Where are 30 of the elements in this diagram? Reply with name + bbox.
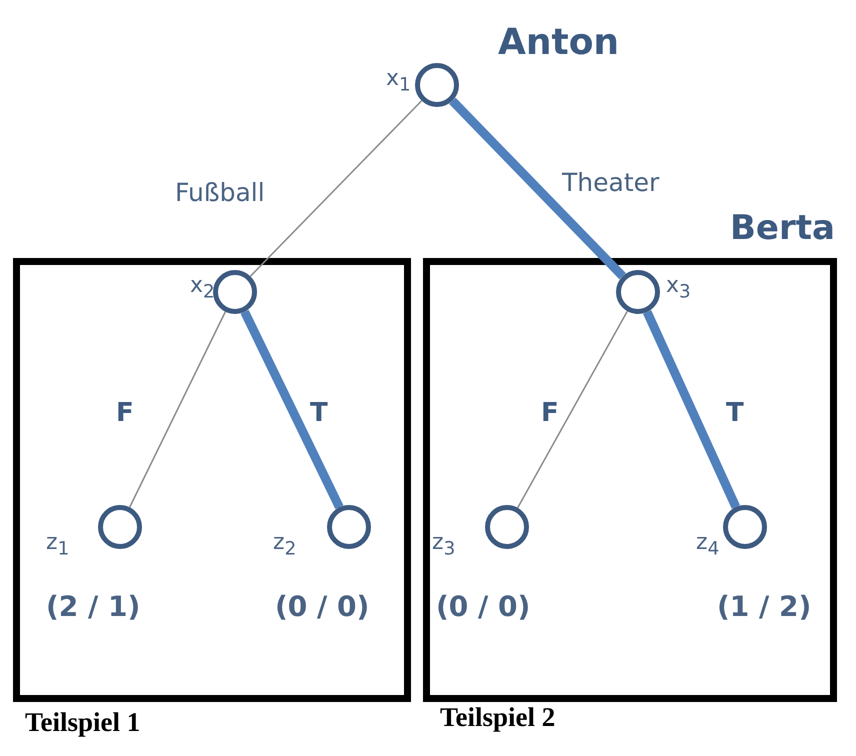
game-node-circle — [616, 270, 660, 314]
node-label: x$_{1}$ — [386, 66, 411, 96]
game-node-circle — [98, 505, 142, 549]
player-name: Anton — [498, 22, 620, 63]
tree-branch — [449, 98, 626, 280]
subgame-frame — [13, 258, 411, 702]
tree-branch — [129, 311, 226, 508]
payoff-label: (2 / 1) — [46, 590, 140, 623]
node-label: x$_{3}$ — [666, 273, 691, 302]
game-node-circle — [213, 270, 257, 314]
player-name: Berta — [730, 208, 835, 248]
game-node-circle — [415, 63, 459, 107]
game-node-circle — [485, 505, 529, 549]
subgame-title: Teilspiel 2 — [440, 702, 556, 733]
subgame-frame — [423, 258, 837, 702]
payoff-label: (0 / 0) — [275, 590, 370, 623]
node-label: z$_{1}$ — [46, 530, 70, 560]
node-label: z$_{2}$ — [273, 530, 296, 560]
tree-branch — [250, 100, 422, 277]
tree-branch — [517, 310, 628, 508]
tree-branch — [643, 310, 740, 509]
node-label: z$_{4}$ — [696, 530, 720, 560]
node-label: z$_{3}$ — [432, 530, 456, 560]
payoff-label: (1 / 2) — [717, 590, 812, 623]
subgame-title: Teilspiel 1 — [25, 707, 140, 738]
game-node-circle — [327, 505, 371, 549]
tree-branch — [240, 310, 344, 510]
node-label: x$_{2}$ — [190, 273, 215, 302]
payoff-label: (0 / 0) — [436, 590, 530, 623]
game-node-circle — [723, 505, 767, 549]
